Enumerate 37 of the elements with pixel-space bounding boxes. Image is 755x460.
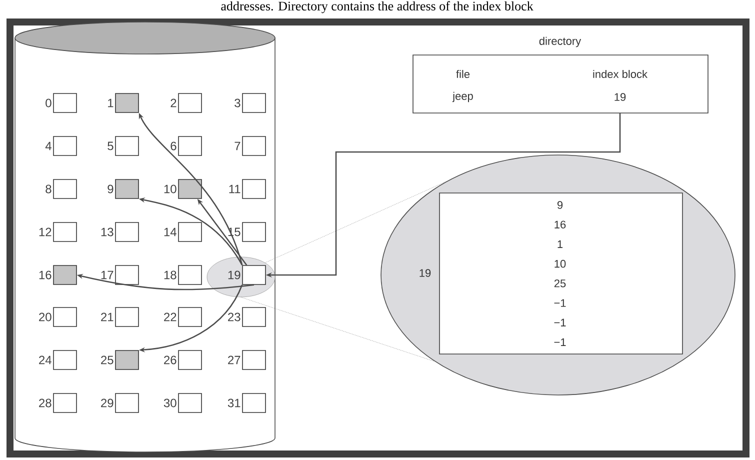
block-number: 11 [229,184,240,194]
block-number: 30 [164,398,176,408]
block-number: 28 [39,398,52,408]
block-number: 8 [46,184,52,194]
block-number: 25 [101,356,114,364]
block-number: 27 [228,356,240,364]
block-number: 23 [228,312,240,322]
block-number: 31 [228,398,240,408]
block-number: 21 [101,312,114,322]
block-number: 18 [164,270,176,280]
block-number: 5 [108,142,114,150]
block-number: 7 [234,142,240,150]
block-number: 14 [164,228,176,236]
block-number: 10 [164,184,176,194]
directory-table: directory file index block jeep 19 [412,36,708,114]
dotted-line [240,296,435,362]
block-number: 26 [164,356,176,364]
dotted-line [264,181,447,263]
block-number: 29 [101,398,114,408]
block-number: 2 [170,98,176,108]
block-number: 0 [46,98,52,108]
index-block: 9 16 1 10 25 −1 −1 −1 [439,192,683,354]
block-number: 24 [39,356,52,364]
block-number: 4 [45,142,52,150]
block-number: 16 [39,270,52,280]
block-number: 13 [101,228,114,236]
block-number: 22 [164,312,176,322]
block-number: 12 [39,228,52,236]
block-number: 6 [170,142,176,150]
block-number: 19 [228,270,240,280]
block-number: 9 [108,184,114,194]
block-number: 3 [234,98,240,108]
block-number: 20 [39,312,52,322]
block-number: 17 [101,270,114,280]
caption: addresses. Directory contains the address of the index block [221,1,534,14]
block-number: 1 [108,98,114,108]
node-label: directory [539,36,582,48]
